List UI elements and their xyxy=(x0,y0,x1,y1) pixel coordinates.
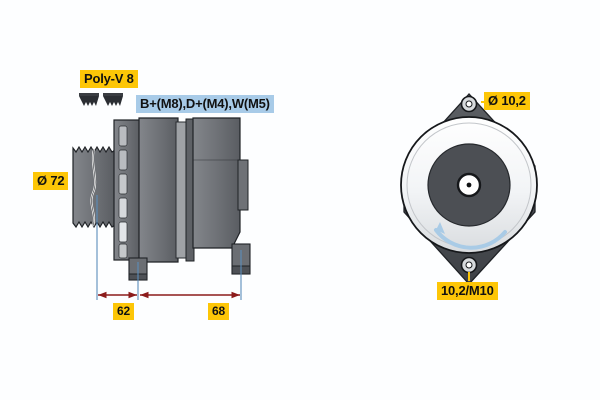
poly-v-pulley xyxy=(72,145,116,229)
front-bracket xyxy=(113,119,141,261)
label-mount-thread: 10,2/M10 xyxy=(437,282,498,300)
rear-housing xyxy=(192,117,249,249)
poly-v-belt-profile-icon xyxy=(79,93,123,106)
label-pulley-diameter: Ø 72 xyxy=(33,172,69,190)
label-dimension-right: 68 xyxy=(208,303,229,320)
label-terminals: B+(M8),D+(M4),W(M5) xyxy=(136,95,274,113)
label-dimension-left: 62 xyxy=(113,303,134,320)
label-mount-hole-diameter: Ø 10,2 xyxy=(484,92,530,110)
counterclockwise-rotation-arrow-icon xyxy=(434,222,507,250)
alternator-front-view xyxy=(400,93,538,285)
alternator-side-view xyxy=(72,117,251,300)
label-pulley-type: Poly-V 8 xyxy=(80,70,138,88)
extension-lines xyxy=(96,195,242,300)
stator-housing xyxy=(138,117,195,263)
